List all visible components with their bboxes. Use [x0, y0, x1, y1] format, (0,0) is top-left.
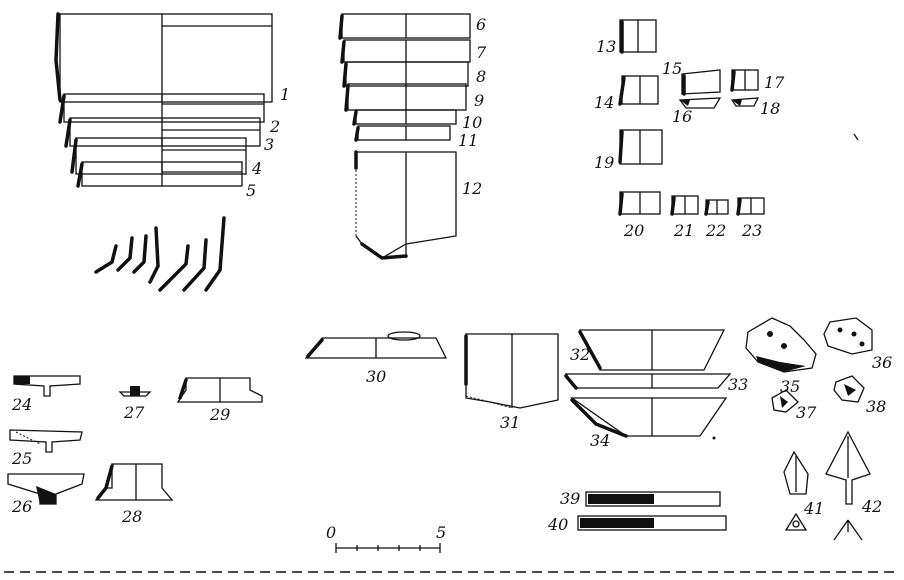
label-16: 16	[672, 107, 692, 126]
vessel-23	[736, 197, 765, 216]
vessel-17	[730, 69, 759, 92]
vessel-1	[54, 12, 273, 103]
vessel-22	[704, 199, 729, 216]
label-7: 7	[476, 43, 487, 62]
lid-24	[13, 375, 81, 397]
label-40: 40	[547, 515, 568, 534]
vessel-4	[70, 137, 247, 175]
scale-bar: 0 5	[326, 523, 446, 553]
label-36: 36	[872, 353, 892, 372]
label-13: 13	[596, 37, 616, 56]
label-14: 14	[594, 93, 614, 112]
vessel-10	[352, 109, 457, 126]
label-23: 23	[741, 221, 762, 240]
label-42: 42	[861, 497, 882, 516]
label-11: 11	[458, 131, 478, 150]
lid-25	[9, 429, 83, 453]
stand-29	[176, 377, 263, 403]
label-24: 24	[11, 395, 32, 414]
label-27: 27	[123, 403, 145, 422]
label-12: 12	[462, 179, 482, 198]
label-39: 39	[560, 489, 580, 508]
vessel-20	[618, 191, 661, 216]
vessel-13	[619, 19, 657, 54]
label-5: 5	[246, 181, 256, 200]
label-37: 37	[796, 403, 817, 422]
label-2: 2	[269, 117, 280, 136]
label-19: 19	[594, 153, 614, 172]
speck	[712, 436, 716, 440]
stand-28	[94, 463, 174, 501]
vessel-12	[354, 150, 457, 260]
label-18: 18	[760, 99, 780, 118]
vessel-6	[338, 13, 471, 40]
vessel-16	[678, 97, 722, 109]
number-labels: 1 2 3 4 5 6 7 8 9 10 11 12 13 14 15 16 1…	[11, 15, 892, 534]
vessel-5	[76, 161, 243, 188]
label-1: 1	[280, 85, 290, 104]
label-8: 8	[476, 67, 486, 86]
vessel-9	[344, 83, 467, 112]
vessel-14	[618, 75, 659, 106]
label-21: 21	[673, 221, 694, 240]
label-35: 35	[780, 377, 800, 396]
vessel-2	[58, 93, 265, 124]
bowl-32	[578, 329, 726, 371]
label-33: 33	[728, 375, 748, 394]
label-38: 38	[866, 397, 886, 416]
label-3: 3	[264, 135, 274, 154]
bowl-30	[304, 331, 448, 359]
label-31: 31	[500, 413, 520, 432]
label-9: 9	[474, 91, 484, 110]
rim-profiles	[94, 216, 226, 292]
label-30: 30	[366, 367, 386, 386]
speck	[853, 133, 859, 141]
label-32: 32	[570, 345, 590, 364]
vessel-15	[681, 69, 721, 96]
lid-27	[118, 386, 152, 397]
label-6: 6	[476, 15, 486, 34]
vessel-8	[342, 61, 469, 88]
sherd-37	[771, 389, 799, 413]
arrowhead-42	[825, 430, 871, 541]
label-4: 4	[251, 159, 262, 178]
label-28: 28	[121, 507, 142, 526]
rod-39	[585, 491, 721, 507]
bowl-34	[569, 397, 728, 438]
label-25: 25	[11, 449, 32, 468]
sherd-35	[745, 317, 817, 373]
label-34: 34	[590, 431, 610, 450]
label-17: 17	[764, 73, 785, 92]
bowl-33	[564, 373, 732, 390]
vessel-11	[354, 125, 451, 142]
scale-start-label: 0	[326, 523, 336, 542]
label-10: 10	[462, 113, 482, 132]
label-15: 15	[662, 59, 682, 78]
label-20: 20	[623, 221, 644, 240]
vessel-19	[618, 129, 663, 165]
vessel-18	[730, 97, 760, 107]
bowl-31	[464, 333, 559, 409]
sherd-36	[823, 317, 873, 355]
lid-26	[7, 473, 85, 505]
vessel-7	[340, 39, 471, 64]
sherd-38	[833, 375, 865, 403]
arrowhead-41	[783, 450, 809, 531]
rod-40	[577, 515, 727, 531]
label-22: 22	[705, 221, 726, 240]
scale-end-label: 5	[436, 523, 446, 542]
label-29: 29	[209, 405, 230, 424]
label-41: 41	[803, 499, 824, 518]
vessel-21	[670, 195, 699, 216]
label-26: 26	[11, 497, 32, 516]
